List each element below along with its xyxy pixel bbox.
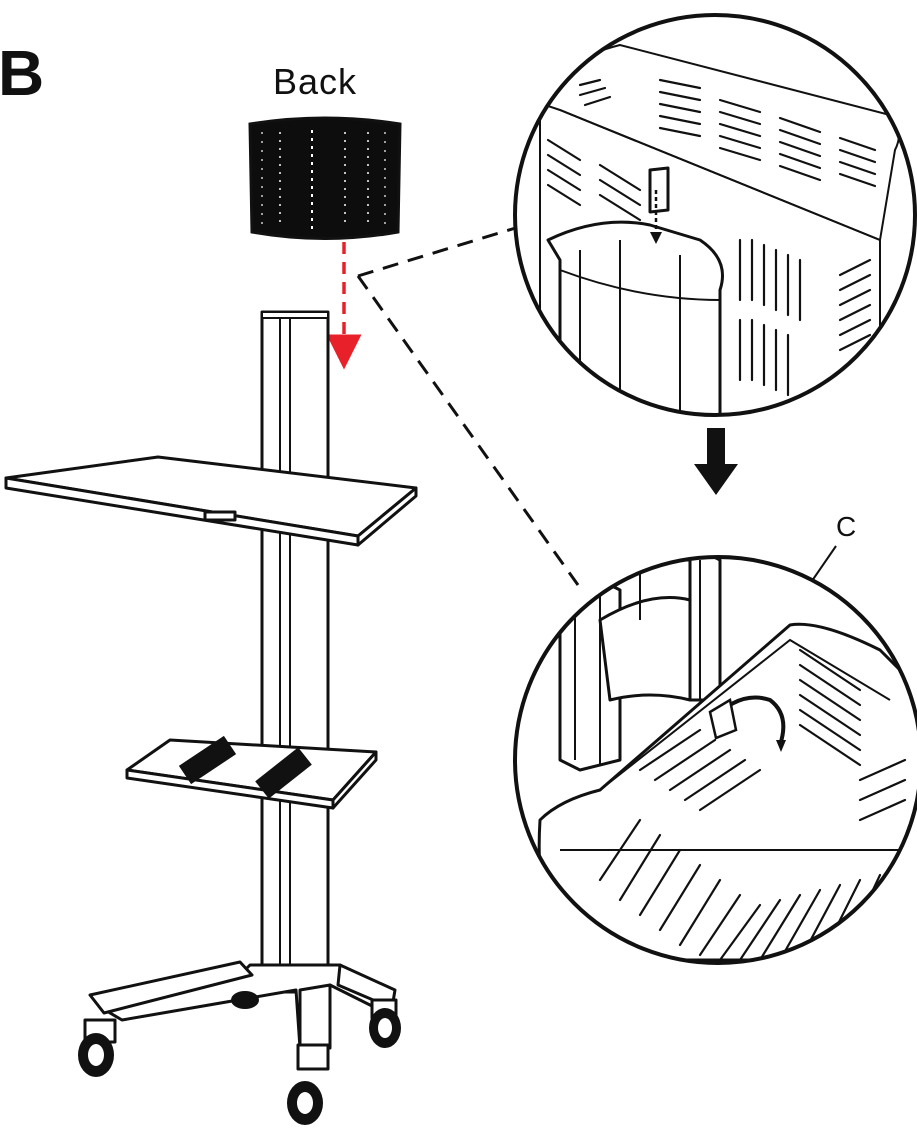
back-label: Back [273,61,357,102]
caster-front [287,1043,330,1125]
callout-c-label: C [836,511,856,542]
detail-bottom [513,555,917,965]
down-arrow-icon [694,428,738,495]
caster-right [369,998,401,1048]
cart [4,310,418,1125]
basket-back-view [248,116,402,240]
callout-lines [356,224,580,586]
caster-back [231,991,259,1009]
detail-top [513,13,917,417]
step-label: B [0,37,44,109]
caster-left [78,1018,117,1077]
